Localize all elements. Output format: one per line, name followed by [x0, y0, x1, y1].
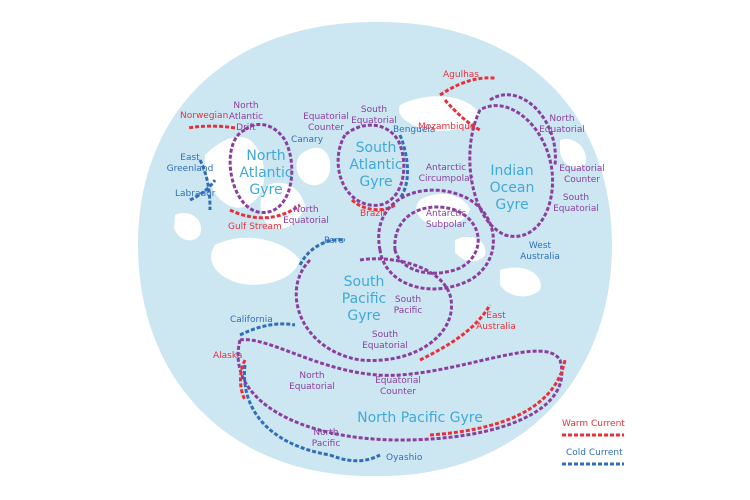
- gyre-indian-3: Gyre: [495, 197, 528, 213]
- label-north-eq-atl-1: North: [293, 205, 318, 215]
- label-labrador: Labrador: [175, 189, 216, 199]
- label-east-greenland-2: Greenland: [167, 164, 214, 174]
- ocean-globe: [138, 21, 612, 477]
- label-north-eq-atl-2: Equatorial: [283, 216, 329, 226]
- gyre-labels: North Atlantic Gyre South Atlantic Gyre …: [239, 140, 534, 426]
- legend: Warm Current Cold Current: [562, 419, 625, 466]
- label-gulf-stream: Gulf Stream: [228, 222, 282, 232]
- label-north-pacific-1: North: [313, 428, 338, 438]
- label-oyashio: Oyashio: [386, 453, 423, 463]
- label-north-eq-pac-2: Equatorial: [289, 382, 335, 392]
- land-masses: [174, 96, 586, 297]
- label-california: California: [230, 315, 273, 325]
- label-nad-2: Atlantic: [229, 112, 263, 122]
- gyre-south-atlantic-1: South: [356, 140, 397, 156]
- gyre-north-pacific: North Pacific Gyre: [357, 410, 483, 426]
- label-peru: Peru: [324, 236, 344, 246]
- label-south-eq-pac-1: South: [372, 330, 398, 340]
- gyre-north-atlantic-1: North: [246, 148, 285, 164]
- label-west-australia-2: Australia: [520, 252, 560, 262]
- label-west-australia-1: West: [529, 241, 552, 251]
- label-norwegian: Norwegian: [180, 111, 228, 121]
- label-benguela: Benguela: [393, 125, 435, 135]
- label-eq-counter-atl-1: Equatorial: [303, 112, 349, 122]
- label-antarctic-sub-1: Antarctic: [426, 209, 466, 219]
- legend-warm-label: Warm Current: [562, 419, 625, 429]
- gyre-south-pacific-3: Gyre: [347, 308, 380, 324]
- label-north-eq-pac-1: North: [299, 371, 324, 381]
- label-south-eq-pac-2: Equatorial: [362, 341, 408, 351]
- label-east-australia-2: Australia: [476, 322, 516, 332]
- label-south-eq-atl-1: South: [361, 105, 387, 115]
- gyre-indian-1: Indian: [490, 163, 533, 179]
- gyre-north-atlantic-2: Atlantic: [239, 165, 292, 181]
- label-east-australia-1: East: [486, 311, 506, 321]
- label-antarctic-circ-2: Circumpolar: [419, 174, 474, 184]
- label-south-pacific-2: Pacific: [394, 306, 423, 316]
- label-north-eq-ind-2: Equatorial: [539, 125, 585, 135]
- current-arrows: [187, 76, 567, 463]
- label-eq-counter-pac-1: Equatorial: [375, 376, 421, 386]
- label-nad-3: Drift: [236, 123, 256, 133]
- label-eq-counter-ind-1: Equatorial: [559, 164, 605, 174]
- label-brazil: Brazil: [360, 209, 385, 219]
- label-mozambique: Mozambique: [418, 122, 476, 132]
- gyre-indian-2: Ocean: [490, 180, 535, 196]
- gyre-south-pacific-1: South: [344, 274, 385, 290]
- label-north-eq-ind-1: North: [549, 114, 574, 124]
- gyre-south-pacific-2: Pacific: [342, 291, 387, 307]
- label-nad-1: North: [233, 101, 258, 111]
- gyre-south-atlantic-3: Gyre: [359, 174, 392, 190]
- label-antarctic-circ-1: Antarctic: [426, 163, 466, 173]
- label-eq-counter-pac-2: Counter: [380, 387, 416, 397]
- label-south-eq-ind-1: South: [563, 193, 589, 203]
- label-eq-counter-ind-2: Counter: [564, 175, 600, 185]
- label-south-eq-ind-2: Equatorial: [553, 204, 599, 214]
- gyre-north-atlantic-3: Gyre: [249, 182, 282, 198]
- legend-cold-label: Cold Current: [566, 448, 623, 458]
- gyre-south-atlantic-2: Atlantic: [349, 157, 402, 173]
- label-eq-counter-atl-2: Counter: [308, 123, 344, 133]
- label-north-pacific-2: Pacific: [312, 439, 341, 449]
- current-labels: Norwegian North Atlantic Drift East Gree…: [167, 70, 605, 463]
- label-canary: Canary: [291, 135, 324, 145]
- label-antarctic-sub-2: Subpolar: [426, 220, 466, 230]
- label-agulhas: Agulhas: [443, 70, 479, 80]
- label-south-eq-atl-2: Equatorial: [351, 116, 397, 126]
- label-east-greenland-1: East: [180, 153, 200, 163]
- label-south-pacific-1: South: [395, 295, 421, 305]
- label-alaska: Alaska: [213, 351, 242, 361]
